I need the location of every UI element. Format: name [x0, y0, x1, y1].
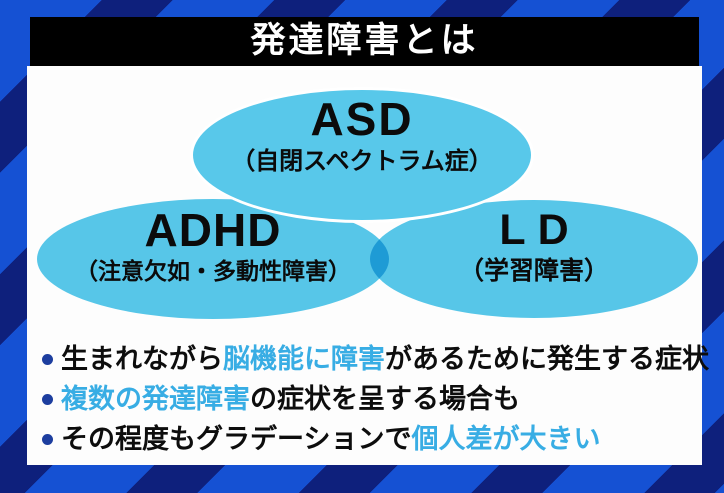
- bullet-text: その程度もグラデーションで個人差が大きい: [61, 423, 601, 454]
- ld-label: LD: [499, 206, 581, 254]
- highlighted-phrase: 脳機能に障害: [223, 343, 385, 374]
- bullet-dot-icon: [42, 353, 53, 365]
- adhd-subtitle: （注意欠如・多動性障害）: [75, 258, 351, 284]
- page-title: 発達障害とは: [250, 21, 479, 60]
- asd-subtitle: （自閉スペクトラム症）: [231, 148, 493, 175]
- bullet-item: 生まれながら脳機能に障害があるために発生する症状: [40, 339, 709, 379]
- adhd-label: ADHD: [144, 204, 282, 256]
- bullet-text: 複数の発達障害の症状を呈する場合も: [61, 383, 520, 414]
- bullet-list: 生まれながら脳機能に障害があるために発生する症状 複数の発達障害の症状を呈する場…: [40, 339, 709, 459]
- bullet-item: その程度もグラデーションで個人差が大きい: [40, 419, 700, 459]
- ld-subtitle: （学習障害）: [458, 257, 609, 285]
- bullet-text: 生まれながら脳機能に障害があるために発生する症状: [61, 343, 709, 374]
- asd-label: ASD: [310, 93, 414, 145]
- highlighted-phrase: 複数の発達障害: [61, 383, 250, 414]
- bullet-dot-icon: [42, 393, 53, 405]
- content-panel: ASD （自閉スペクトラム症） ADHD （注意欠如・多動性障害） LD （学習…: [27, 66, 709, 465]
- highlighted-phrase: 個人差が大きい: [411, 423, 601, 454]
- bullet-item: 複数の発達障害の症状を呈する場合も: [40, 379, 700, 419]
- venn-ellipse-ld: [370, 200, 698, 318]
- venn-ellipse-asd: [190, 87, 534, 223]
- title-bar: 発達障害とは: [30, 17, 699, 66]
- bullet-dot-icon: [42, 433, 53, 445]
